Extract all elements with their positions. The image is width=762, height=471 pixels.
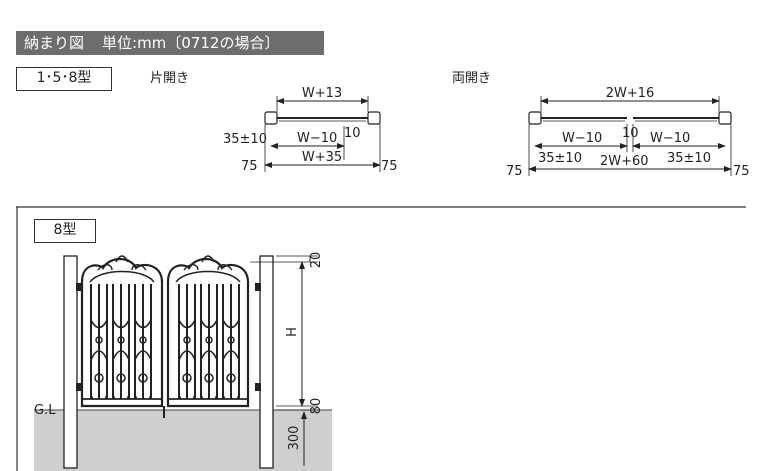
- gate-leaf-right-crest: [183, 255, 233, 271]
- types-label-box: 1･5･8型: [16, 67, 112, 91]
- ground-fill: [34, 410, 332, 471]
- double-dim-inner-right: W−10: [650, 131, 690, 146]
- double-dim-post-right: 75: [733, 164, 750, 179]
- hinge-left-top: [76, 283, 82, 291]
- double-dim-post-left: 75: [506, 164, 523, 179]
- single-swing-plan: W+13 35±10 W−10 10 W+35 75 75: [223, 86, 398, 174]
- dim-bottom-gap: 80: [309, 398, 324, 415]
- single-dim-inner: W−10: [297, 131, 337, 146]
- single-post-left: [264, 111, 278, 125]
- single-dim-top: W+13: [302, 86, 342, 101]
- dim-foundation: 300: [287, 426, 302, 451]
- double-swing-plan: 2W+16 W−10 10 W−10 35±10 2W+60 35±10: [506, 86, 750, 179]
- gate-leaf-left-crest: [97, 255, 147, 271]
- single-dim-post-right: 75: [381, 159, 398, 174]
- gate-leaf-right-arch: [175, 270, 241, 283]
- double-dim-clear-right: 35±10: [667, 151, 711, 166]
- double-dim-inner-left: W−10: [562, 131, 602, 146]
- double-dim-center-gap: 10: [622, 126, 639, 141]
- hinge-left-bottom: [76, 383, 82, 391]
- post-right: [259, 255, 274, 469]
- header-unit: 単位:mm〔0712の場合〕: [102, 34, 280, 52]
- elevation-view: G.L: [34, 252, 332, 471]
- single-swing-title: 片開き: [150, 71, 189, 86]
- types-label: 1･5･8型: [36, 70, 92, 86]
- double-dim-clear-left: 35±10: [538, 151, 582, 166]
- dim-top: 20: [309, 252, 324, 269]
- header-band: 納まり図単位:mm〔0712の場合〕: [16, 31, 324, 55]
- single-dim-bottom: W+35: [302, 150, 342, 165]
- dim-height: H: [285, 327, 300, 337]
- elevation-type-box: 8型: [34, 219, 96, 243]
- gate-leaf-left-pattern: [89, 284, 155, 399]
- single-dim-post-left: 75: [241, 159, 258, 174]
- double-post-right: [718, 111, 732, 125]
- single-dim-gap: 10: [344, 126, 361, 141]
- double-dim-bottom: 2W+60: [600, 154, 649, 169]
- single-dim-left: 35±10: [223, 132, 267, 147]
- gate-leaf-left-arch: [89, 270, 155, 283]
- single-post-right: [367, 111, 381, 125]
- hinge-right-top: [255, 283, 261, 291]
- double-swing-title: 両開き: [452, 71, 491, 86]
- header-title: 納まり図: [24, 34, 85, 52]
- post-left: [63, 255, 78, 469]
- gate-leaf-right-pattern: [175, 284, 241, 399]
- double-dim-top: 2W+16: [606, 86, 655, 101]
- ground-label: G.L: [34, 403, 56, 418]
- hinge-right-bottom: [255, 383, 261, 391]
- elevation-type-label: 8型: [53, 222, 77, 238]
- double-post-left: [528, 111, 542, 125]
